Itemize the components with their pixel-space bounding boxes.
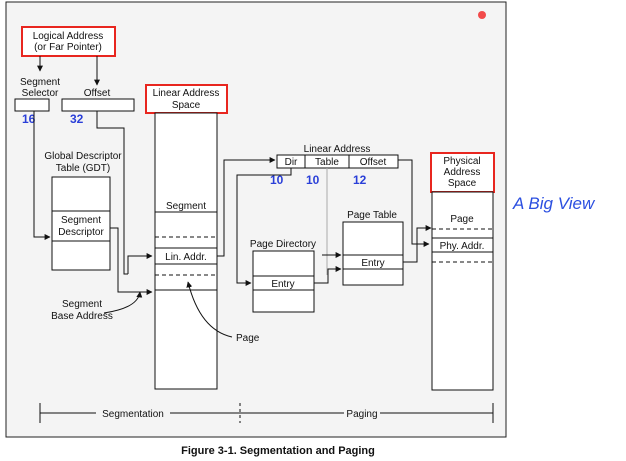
- linear-address-space-line1: Linear Address: [153, 88, 220, 99]
- physical-address-space-box: Physical Address Space: [430, 152, 495, 193]
- offset-label: Offset: [84, 88, 111, 99]
- gdt-label-line1: Global Descriptor: [44, 151, 122, 162]
- dir-entry-label: Entry: [271, 279, 294, 290]
- table-bits: 10: [306, 173, 320, 187]
- segment-descriptor-line2: Descriptor: [58, 227, 104, 238]
- logical-address-line2: (or Far Pointer): [34, 42, 102, 53]
- page-pointer-label: Page: [236, 333, 260, 344]
- offset-bits: 32: [70, 112, 84, 126]
- physical-address-space-line2: Address: [444, 167, 481, 178]
- physical-address-space-line1: Physical: [443, 156, 480, 167]
- segment-selector-line1: Segment: [20, 77, 60, 88]
- red-dot-marker: [478, 11, 486, 19]
- page-table: [342, 221, 404, 286]
- linear-address-fields: [276, 154, 399, 169]
- linear-address-label: Linear Address: [304, 144, 371, 155]
- segment-descriptor-entry: [51, 210, 111, 242]
- physical-address-space-column: [431, 191, 494, 391]
- phy-addr-label: Phy. Addr.: [440, 241, 485, 252]
- paging-label: Paging: [346, 409, 377, 420]
- page-table-label: Page Table: [347, 210, 397, 221]
- page-offset-bits: 12: [353, 173, 367, 187]
- big-view-annotation: A Big View: [512, 194, 596, 213]
- selector-bits: 16: [22, 112, 36, 126]
- segment-label: Segment: [166, 201, 206, 212]
- offset-field-label: Offset: [360, 157, 387, 168]
- segmentation-paging-scale: Segmentation Paging: [39, 403, 494, 423]
- logical-address-box: Logical Address (or Far Pointer): [21, 26, 116, 57]
- gdt-label-line2: Table (GDT): [56, 163, 110, 174]
- lin-addr-label: Lin. Addr.: [165, 252, 207, 263]
- dir-bits: 10: [270, 173, 284, 187]
- phy-addr-entry: [431, 237, 494, 253]
- page-label: Page: [450, 214, 474, 225]
- offset-field: [61, 98, 135, 112]
- linear-address-space-box: Linear Address Space: [145, 84, 228, 114]
- dir-field: Dir: [285, 157, 298, 168]
- segment-selector-field: [14, 98, 50, 112]
- linear-address-space-line2: Space: [172, 100, 201, 111]
- segment-descriptor-line1: Segment: [61, 215, 101, 226]
- segment-selector-line2: Selector: [22, 88, 59, 99]
- logical-address-line1: Logical Address: [33, 31, 104, 42]
- segmentation-label: Segmentation: [102, 409, 164, 420]
- segment-base-address-line2: Base Address: [51, 311, 113, 322]
- physical-address-space-line3: Space: [448, 178, 477, 189]
- table-field: Table: [315, 157, 339, 168]
- figure-caption: Figure 3-1. Segmentation and Paging: [181, 445, 375, 457]
- table-entry-label: Entry: [361, 258, 384, 269]
- page-directory-label: Page Directory: [250, 239, 316, 250]
- segment-base-address-line1: Segment: [62, 299, 102, 310]
